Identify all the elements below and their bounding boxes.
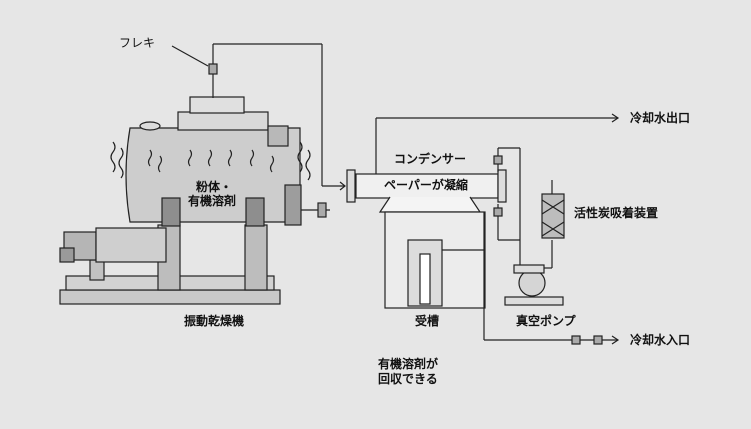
powder-label: 粉体・ xyxy=(196,180,233,194)
coolant-loop xyxy=(493,147,521,268)
vibration-dryer-label: 振動乾燥機 xyxy=(184,314,245,328)
vacuum-pump-label: 真空ポンプ xyxy=(516,314,576,328)
vacuum-pump xyxy=(504,240,564,306)
condenser xyxy=(346,113,620,213)
cooling-water-outlet-label: 冷却水出口 xyxy=(630,111,691,125)
flex-hose-line xyxy=(171,43,346,191)
receiver-stand xyxy=(384,211,620,345)
solvent-recover-label-line1: 有機溶剤が xyxy=(378,357,439,371)
flex-hose-label: フレキ xyxy=(119,36,156,50)
receiver-label: 受槽 xyxy=(415,314,440,328)
activated-carbon-unit xyxy=(541,180,565,239)
solvent-recover-label-line2: 回収できる xyxy=(378,372,438,386)
paper-condense-label: ペーパーが凝縮 xyxy=(384,178,468,192)
activated-carbon-label: 活性炭吸着装置 xyxy=(574,206,659,220)
solvent-label: 有機溶剤 xyxy=(188,194,237,208)
cooling-water-inlet-label: 冷却水入口 xyxy=(630,333,691,347)
condenser-label: コンデンサー xyxy=(394,152,467,166)
vibration-dryer xyxy=(59,96,330,305)
